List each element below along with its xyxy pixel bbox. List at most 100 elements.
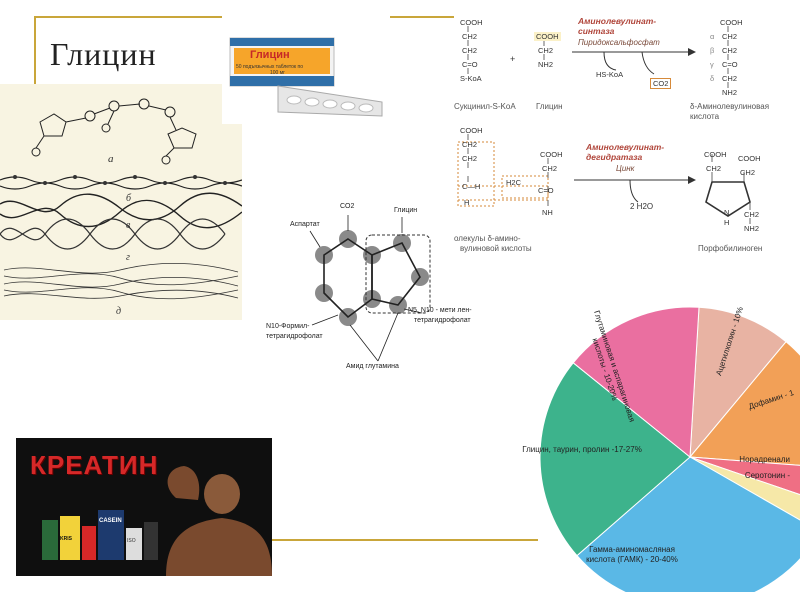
ala-greek-gamma: γ (710, 60, 714, 69)
plus-sign: + (510, 54, 516, 64)
pill-line1: 50 подъязычных таблеток по (236, 64, 303, 70)
pie-slice-1 (688, 341, 800, 466)
purine-glycine-label: Глицин (394, 207, 418, 214)
ala-atom-6: NH2 (722, 88, 738, 97)
name-pbg: Порфобилиноген (698, 244, 763, 253)
name-ala-molecules-line1: олекулы δ-амино- (454, 234, 521, 243)
gold-line-left-vertical (34, 16, 36, 86)
purine-ring-diagram: CO2 Аспартат Глицин N10-Формил- тетрагид… (262, 195, 484, 375)
name-glycine: Глицин (536, 102, 563, 111)
ala-atom-4: C=O (722, 60, 738, 69)
pie-slice-0 (689, 306, 787, 459)
pie-label-3: Серотонин - (745, 471, 791, 480)
ala2-atom-5: NH (542, 208, 553, 217)
label-a: а (108, 153, 114, 165)
purine-aspartate-label: Аспартат (290, 221, 320, 228)
enzyme-als-line2: синтаза (578, 26, 615, 36)
name-ala-molecules-line2: вулиновой кислоты (460, 244, 532, 253)
glycine-atom-1: COOH (534, 32, 561, 41)
ala-atom-2: CH2 (722, 32, 738, 41)
succinyl-atom-3: CH2 (462, 46, 478, 55)
purine-methenyl-line1: N5, N10 - мети лен- (408, 307, 472, 314)
pie-slice-4 (576, 456, 800, 600)
pill-line2: 100 мг (270, 70, 285, 76)
enzyme-alad-line1: Аминолевулинат- (586, 142, 665, 152)
label-v: в (126, 220, 131, 231)
label-b: б (126, 193, 132, 204)
glycine-atom-2: CH2 (538, 46, 554, 55)
pill-pack-drawing (229, 37, 383, 117)
creatine-title: КРЕАТИН (30, 450, 159, 480)
scheme-lines (457, 26, 751, 224)
succinyl-atom-2: CH2 (462, 32, 478, 41)
ala1-atom-4: C—H (462, 182, 481, 191)
purine-drawing (309, 215, 431, 362)
gold-line-bottom (270, 539, 538, 541)
purine-formyl-line1: N10-Формил- (266, 323, 310, 330)
pie-slice-5 (539, 362, 691, 557)
ala1-atom-3: CH2 (462, 154, 478, 163)
purine-formyl-line2: тетрагидрофолат (266, 333, 323, 340)
pbg-ch2-2: CH2 (740, 168, 756, 177)
pbg-nh2: NH2 (744, 224, 760, 233)
heme-synthesis-scheme: COOH CH2 CH2 C=O S-KoA + COOH CH2 NH2 Ам… (454, 12, 800, 262)
pbg-ch2-3: CH2 (744, 210, 760, 219)
pie-label-2: Норадренали (739, 455, 790, 464)
pill-brand-label: Глицин (250, 49, 290, 61)
cofactor-plp: Пиридоксальфосфат (578, 38, 660, 47)
ala-greek-delta: δ (710, 74, 715, 83)
ala-atom-3: CH2 (722, 46, 738, 55)
pie-slice-6 (572, 306, 700, 458)
purine-methenyl-line2: тетрагидрофолат (414, 317, 471, 324)
pie-svg: Ацетилхолин - 10%Дофамин - 1НорадреналиС… (522, 306, 800, 600)
purine-co2-label: CO2 (340, 203, 355, 210)
ala-atom-1: COOH (720, 18, 743, 27)
byproduct-co2: CO2 (650, 78, 672, 89)
purine-glutamine-label: Амид глутамина (346, 363, 399, 370)
creatine-banner-image: КРЕАТИН KRIS CASEIN ISO (16, 438, 272, 576)
name-ala-line1: δ-Аминолевулиновая (690, 102, 770, 111)
succinyl-atom-5: S-KoA (460, 74, 482, 83)
ala1-atom-2: CH2 (462, 140, 478, 149)
pie-slice-2 (689, 456, 800, 496)
cofactor-zinc: Цинк (616, 164, 635, 173)
ala-greek-alpha: α (710, 32, 715, 41)
gold-line-top-left (34, 16, 224, 18)
ala-atom-5: CH2 (722, 74, 738, 83)
succinyl-atom-1: COOH (460, 18, 483, 27)
name-ala-line2: кислота (690, 112, 720, 121)
product-label-3: ISO (127, 538, 136, 544)
byproduct-water: 2 H2O (630, 202, 654, 211)
label-d: д (116, 306, 121, 317)
pie-label-5: Глицин, таурин, пролин -17-27% (522, 445, 642, 454)
pbg-ch2-1: CH2 (706, 164, 722, 173)
pbg-h: H (724, 218, 730, 227)
name-succinyl: Сукцинил-S-KoA (454, 102, 516, 111)
enzyme-alad-line2: дегидратаза (586, 152, 643, 162)
enzyme-als-line1: Аминолевулинат- (578, 16, 657, 26)
glycine-atom-3: NH2 (538, 60, 554, 69)
pbg-cooh-2: COOH (738, 154, 761, 163)
glycine-pill-pack-image: Глицин 50 подъязычных таблеток по 100 мг (222, 12, 390, 124)
label-g: г (126, 252, 130, 263)
pbg-cooh-1: COOH (704, 150, 727, 159)
ala2-atom-3: H2C (506, 178, 522, 187)
ala2-atom-2: CH2 (542, 164, 558, 173)
ala1-atom-1: COOH (460, 126, 483, 135)
product-label-1: KRIS (60, 536, 72, 542)
ala-greek-beta: β (710, 46, 715, 55)
pbg-n: N (724, 208, 730, 217)
protein-structure-image: а б в г д (0, 84, 242, 320)
product-label-2: CASEIN (99, 518, 122, 524)
protein-structure-drawing: а б в г д (0, 98, 242, 317)
creatine-graphics (42, 466, 272, 576)
ala1-atom-5: H (464, 198, 470, 207)
slide-title: Глицин (50, 36, 157, 72)
succinyl-atom-4: C=O (462, 60, 478, 69)
gold-line-top-mid (390, 16, 454, 18)
ala2-atom-1: COOH (540, 150, 563, 159)
byproduct-hskoa: HS-KoA (596, 70, 624, 79)
ala2-atom-4: C=O (538, 186, 554, 195)
